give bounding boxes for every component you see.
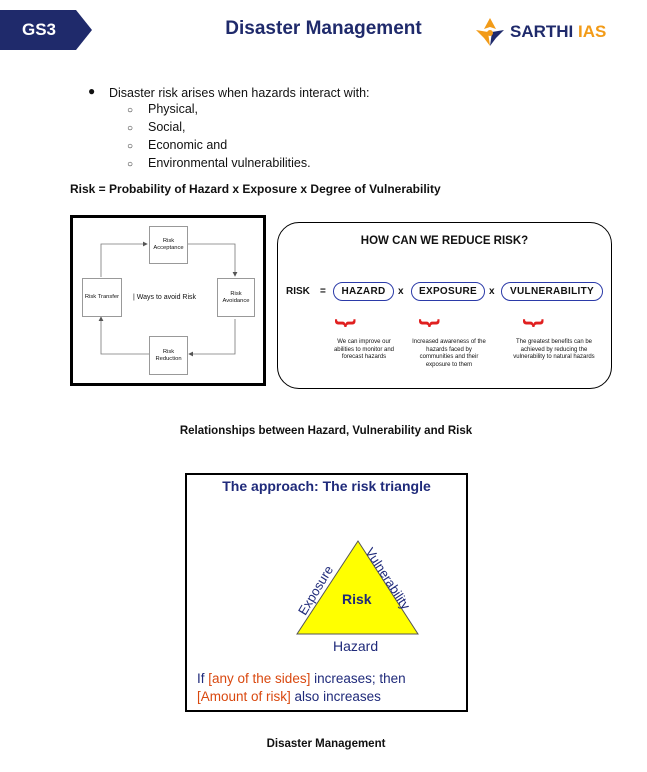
sub-bullet: ○Social, <box>127 120 186 134</box>
triangle-note-line2: [Amount of risk] also increases <box>197 689 381 704</box>
risk-cycle-diagram: Risk Acceptance Risk Avoidance Risk Redu… <box>70 215 266 386</box>
sub-bullet-list: ○Physical, ○Social, ○Economic and ○Envir… <box>127 101 311 173</box>
risk-triangle-drawing <box>296 540 419 635</box>
brand-logo: SARTHI IAS <box>474 14 634 48</box>
risk-formula: Risk = Probability of Hazard x Exposure … <box>70 182 441 196</box>
cycle-center-text: Ways to avoid Risk <box>136 294 197 301</box>
page-title: Disaster Management <box>225 18 422 39</box>
note-highlight: [any of the sides] <box>208 671 311 686</box>
logo-accent: IAS <box>578 22 607 41</box>
tag-shape <box>0 10 92 50</box>
sub-bullet: ○Physical, <box>127 102 199 116</box>
brace-icon: } <box>334 318 360 328</box>
sub-bullet: ○Economic and <box>127 138 228 152</box>
sub-bullet-text: Environmental vulnerabilities. <box>148 156 311 170</box>
figure-caption: Relationships between Hazard, Vulnerabil… <box>179 425 473 437</box>
risk-acceptance-box: Risk Acceptance <box>149 226 188 264</box>
logo-icon <box>476 18 504 46</box>
risk-transfer-box: Risk Transfer <box>82 278 122 317</box>
brace-icon: } <box>522 318 548 328</box>
times-sign: x <box>398 286 404 297</box>
vulnerability-pill: VULNERABILITY <box>501 282 603 301</box>
cycle-arrows <box>98 241 238 357</box>
logo-main: SARTHI <box>510 22 574 41</box>
triangle-title: The approach: The risk triangle <box>222 478 431 494</box>
sub-bullet-text: Social, <box>148 120 186 134</box>
vulnerability-description: The greatest benefits can be achieved by… <box>513 339 595 360</box>
triangle-note-line1: If [any of the sides] increases; then <box>197 671 406 686</box>
sub-bullet-text: Physical, <box>148 102 199 116</box>
hazard-label: Hazard <box>333 638 379 654</box>
reduce-risk-panel: HOW CAN WE REDUCE RISK? RISK = HAZARD x … <box>277 222 612 389</box>
hazard-pill: HAZARD <box>333 282 394 301</box>
bullet-dot: ● <box>88 84 96 98</box>
risk-triangle-figure: The approach: The risk triangle Exposure… <box>185 473 468 712</box>
risk-center-label: Risk <box>342 591 372 607</box>
note-highlight: [Amount of risk] <box>197 689 291 704</box>
risk-triangle-shape <box>296 540 419 635</box>
equals-sign: = <box>320 286 326 297</box>
exposure-description: Increased awareness of the hazards faced… <box>412 339 486 368</box>
bullet-main: Disaster risk arises when hazards intera… <box>109 86 370 100</box>
risk-avoidance-box: Risk Avoidance <box>217 278 255 317</box>
cycle-center-label: | Ways to avoid Risk <box>133 294 197 301</box>
reduce-risk-title: HOW CAN WE REDUCE RISK? <box>360 235 529 247</box>
risk-reduction-box: Risk Reduction <box>149 336 188 375</box>
times-sign: x <box>489 286 495 297</box>
hazard-description: We can improve our abilities to monitor … <box>333 339 395 360</box>
exposure-pill: EXPOSURE <box>411 282 485 301</box>
sub-bullet-text: Economic and <box>148 138 228 152</box>
tag-label: GS3 <box>22 20 57 39</box>
figure-caption: Disaster Management <box>266 738 386 750</box>
risk-label: RISK <box>286 286 310 297</box>
gs3-tag: GS3 <box>0 10 92 50</box>
brace-icon: } <box>418 318 444 328</box>
sub-bullet: ○Environmental vulnerabilities. <box>127 156 311 170</box>
